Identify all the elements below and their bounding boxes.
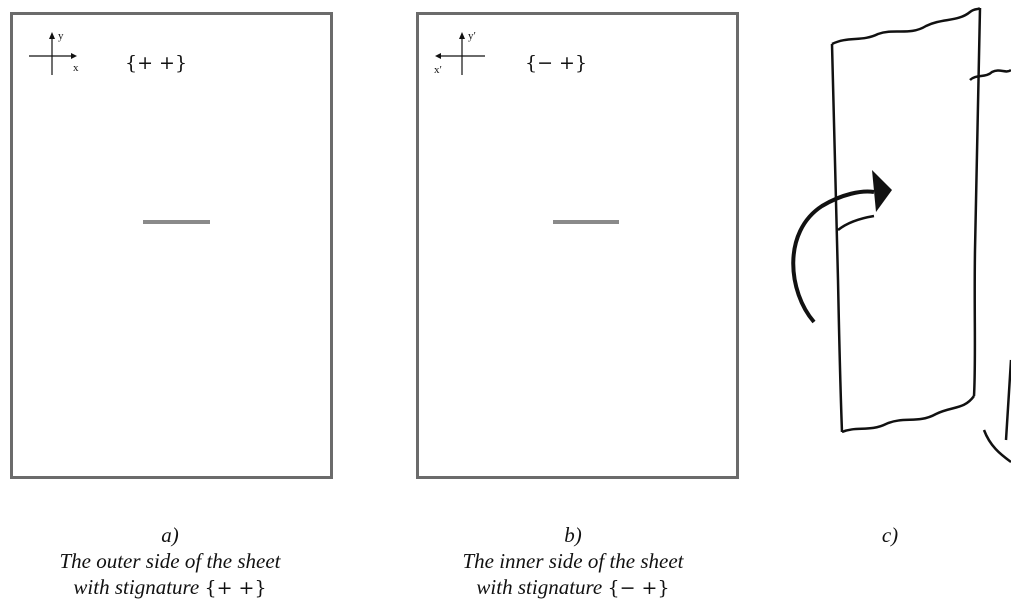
- caption-line: The inner side of the sheet: [462, 549, 684, 573]
- axis-y-prime-label: y′: [468, 30, 476, 42]
- caption-letter: c): [881, 523, 899, 547]
- signature-label: {− +}: [525, 52, 588, 74]
- caption-text: with stignature: [73, 575, 205, 599]
- front-sheet-left-edge: [830, 43, 844, 433]
- axis-x-prime-label: x′: [434, 64, 442, 76]
- flip-arrow: [791, 189, 875, 324]
- caption-signature: {− +}: [607, 577, 670, 599]
- caption-letter: a): [161, 523, 179, 547]
- center-mark: [553, 220, 619, 224]
- axis-x-label: x: [73, 62, 79, 74]
- caption-c: c): [840, 522, 940, 548]
- back-sheet-outline: [969, 68, 1011, 81]
- caption-letter: b): [564, 523, 582, 547]
- center-mark: [143, 220, 210, 224]
- flip-arrowhead: [872, 170, 892, 212]
- outer-side-sheet: y x {+ +}: [10, 12, 333, 479]
- caption-line: with stignature {+ +}: [20, 574, 320, 601]
- signature-label: {+ +}: [125, 52, 188, 74]
- back-sheet-bottom: [982, 429, 1011, 464]
- sheet-fold-hint: [837, 214, 875, 231]
- inner-side-sheet: y′ x′ {− +}: [416, 12, 739, 479]
- caption-text: with stignature: [476, 575, 608, 599]
- caption-a: a) The outer side of the sheet with stig…: [20, 522, 320, 601]
- axes-xy-icon: y x: [29, 30, 79, 75]
- front-sheet-top-edge: [831, 6, 981, 46]
- folding-sheet-sketch: [791, 6, 1011, 464]
- front-sheet-bottom-edge: [841, 395, 976, 434]
- caption-line: The outer side of the sheet: [59, 549, 281, 573]
- front-sheet-right-edge: [972, 7, 982, 397]
- caption-line: with stignature {− +}: [423, 574, 723, 601]
- caption-b: b) The inner side of the sheet with stig…: [423, 522, 723, 601]
- axes-mirrored-icon: y′ x′: [434, 30, 485, 76]
- caption-signature: {+ +}: [204, 577, 267, 599]
- axis-y-label: y: [58, 30, 64, 42]
